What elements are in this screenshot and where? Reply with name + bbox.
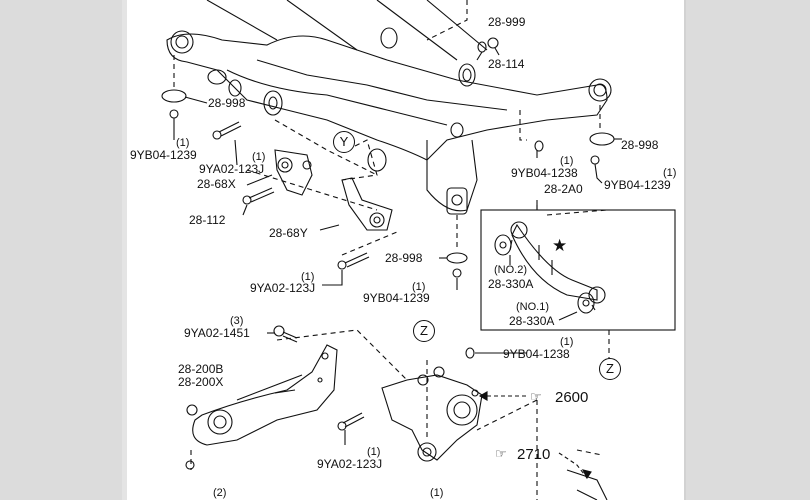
callout-28-998-mid: 28-998 (385, 251, 423, 265)
hand-pointer-icon: ☞ (495, 446, 507, 461)
upper-arm-inset (480, 205, 676, 331)
marker-y: Y (333, 131, 355, 153)
callout-9yb04-1239-mid: 9YB04-1239 (363, 291, 430, 305)
qty-9ya02-123j-a: (1) (252, 151, 266, 163)
brackets (274, 149, 393, 231)
callout-9yb04-1239-right: 9YB04-1239 (604, 178, 671, 192)
callout-28-68y: 28-68Y (269, 226, 308, 240)
callout-28-200x: 28-200X (178, 375, 224, 389)
callout-28-998-left: 28-998 (208, 96, 246, 110)
callout-9yb04-1238-top: 9YB04-1238 (511, 166, 578, 180)
marker-z-knuckle: Z (413, 320, 435, 342)
note-no1: (NO.1) (516, 301, 549, 313)
marker-z-arm: Z (599, 358, 621, 380)
callout-9ya02-123j-b: 9YA02-123J (250, 281, 316, 295)
qty-9ya02-123j-b: (1) (301, 271, 315, 283)
qty-9yb04-1238-top: (1) (560, 155, 574, 167)
callout-28-330a-no2: 28-330A (488, 277, 534, 291)
qty-bottom-left: (2) (213, 487, 227, 499)
reference-link-2710[interactable]: 2710 (517, 446, 551, 463)
qty-9yb04-1239-mid: (1) (412, 281, 426, 293)
bolts (212, 121, 370, 431)
callout-9yb04-1238-bottom: 9YB04-1238 (503, 347, 570, 361)
callout-9yb04-1239-left: 9YB04-1239 (130, 148, 197, 162)
callout-28-114: 28-114 (488, 57, 525, 71)
callout-28-330a-no1: 28-330A (509, 314, 555, 328)
callout-28-112: 28-112 (189, 213, 226, 227)
callout-9ya02-123j-a: 9YA02-123J (199, 162, 265, 176)
trailing-link (186, 344, 338, 446)
callout-28-68x: 28-68X (197, 177, 236, 191)
star-marker-icon: ★ (552, 236, 568, 255)
qty-9yb04-1239-left: (1) (176, 137, 190, 149)
parts-diagram-page: 28-999 28-114 28-998 (1) 9YB04-1239 (1) … (127, 0, 684, 500)
reference-link-2600[interactable]: 2600 (555, 389, 589, 406)
callout-28-998-right: 28-998 (621, 138, 659, 152)
callout-28-200b: 28-200B (178, 362, 224, 376)
suspension-line-art (161, 0, 676, 500)
callout-28-2a0: 28-2A0 (544, 182, 583, 196)
qty-9ya02-1451: (3) (230, 315, 244, 327)
reference-arrows (478, 391, 608, 500)
qty-bottom-mid: (1) (430, 487, 444, 499)
callout-9ya02-123j-c: 9YA02-123J (317, 457, 383, 471)
viewer-right-margin (684, 0, 810, 500)
callout-9ya02-1451: 9YA02-1451 (184, 326, 250, 340)
qty-9yb04-1238-bottom: (1) (560, 336, 574, 348)
note-no2: (NO.2) (494, 264, 527, 276)
label-leaders (173, 47, 622, 445)
callout-28-999: 28-999 (488, 15, 526, 29)
viewer-left-margin (0, 0, 127, 500)
qty-9ya02-123j-c: (1) (367, 446, 381, 458)
hand-pointer-icon: ☞ (530, 389, 542, 404)
rear-knuckle (381, 366, 483, 462)
qty-9yb04-1239-right: (1) (663, 167, 677, 179)
rear-crossmember (166, 0, 612, 215)
